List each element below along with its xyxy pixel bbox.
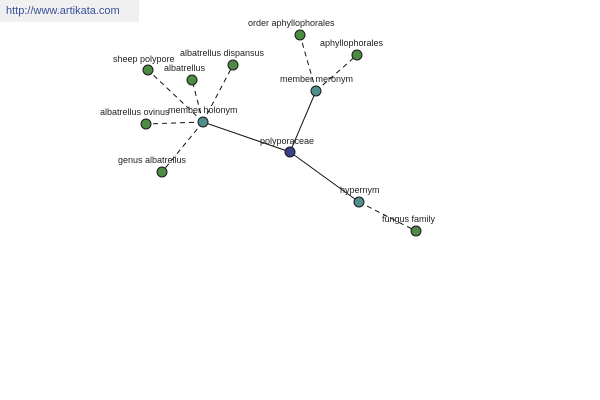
node-label-genus-albatrellus: genus albatrellus <box>118 155 187 165</box>
node-sheep-polypore[interactable] <box>142 64 154 76</box>
node-label-order-aphyllophorales: order aphyllophorales <box>248 18 335 28</box>
edge-hypernym-to-fungus-family <box>358 201 417 232</box>
node-member-holonym[interactable] <box>197 116 209 128</box>
edge-member-meronym-to-aphyllophorales <box>315 54 358 92</box>
node-aphyllophorales[interactable] <box>351 49 363 61</box>
node-albatrellus-ovinus[interactable] <box>140 118 152 130</box>
site-watermark: http://www.artikata.com <box>0 0 139 22</box>
node-label-albatrellus-dispansus: albatrellus dispansus <box>180 48 265 58</box>
labels-layer: polyporaceae member holonym member meronym… <box>100 18 436 224</box>
edge-polyporaceae-to-member-meronym <box>289 90 317 153</box>
node-label-albatrellus-ovinus: albatrellus ovinus <box>100 107 170 117</box>
edge-member-holonym-to-albatrellus-ovinus <box>145 121 204 125</box>
edge-member-holonym-to-albatrellus <box>191 79 204 123</box>
edge-member-holonym-to-genus-albatrellus <box>161 121 204 173</box>
node-polyporaceae[interactable] <box>284 146 296 158</box>
node-label-polyporaceae: polyporaceae <box>260 136 314 146</box>
node-label-albatrellus: albatrellus <box>164 63 206 73</box>
node-label-member-meronym: member meronym <box>280 74 353 84</box>
edge-polyporaceae-to-hypernym <box>289 151 360 203</box>
node-genus-albatrellus[interactable] <box>156 166 168 178</box>
node-albatrellus-dispansus[interactable] <box>227 59 239 71</box>
node-label-hypernym: hypernym <box>340 185 380 195</box>
node-fungus-family[interactable] <box>410 225 422 237</box>
node-label-sheep-polypore: sheep polypore <box>113 54 175 64</box>
edge-member-meronym-to-order-aphyllophorales <box>299 34 317 92</box>
node-albatrellus[interactable] <box>186 74 198 86</box>
edges-layer <box>145 34 417 232</box>
node-hypernym[interactable] <box>353 196 365 208</box>
edge-member-holonym-to-albatrellus-dispansus <box>202 64 234 123</box>
node-label-aphyllophorales: aphyllophorales <box>320 38 384 48</box>
node-label-fungus-family: fungus family <box>382 214 436 224</box>
node-order-aphyllophorales[interactable] <box>294 29 306 41</box>
node-label-member-holonym: member holonym <box>168 105 238 115</box>
edge-member-holonym-to-sheep-polypore <box>147 69 204 123</box>
edge-polyporaceae-to-member-holonym <box>202 121 291 153</box>
node-member-meronym[interactable] <box>310 85 322 97</box>
nodes-layer <box>140 29 422 237</box>
